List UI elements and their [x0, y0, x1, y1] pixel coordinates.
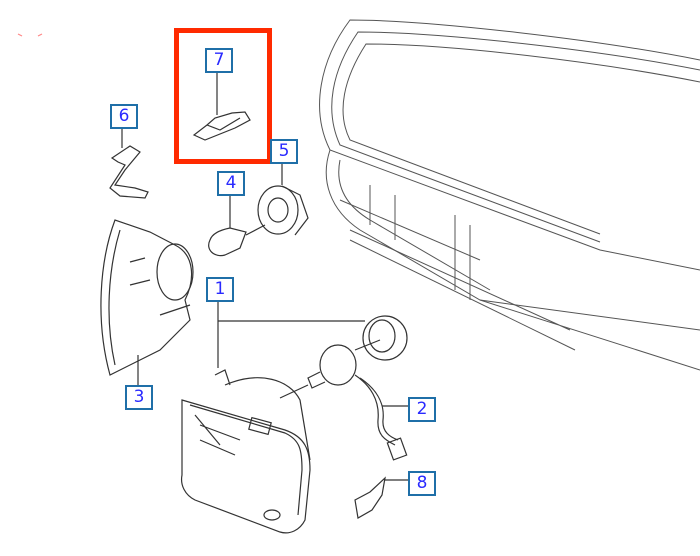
part-8-bracket [354, 476, 409, 519]
part-5-bulb-socket [257, 163, 309, 236]
callout-5[interactable]: 5 [270, 139, 298, 164]
callout-4[interactable]: 4 [217, 171, 245, 196]
part-7-retaining-clip [192, 73, 251, 141]
stray-marks [17, 33, 43, 37]
part-2-bulb-holder [279, 339, 409, 461]
callout-2[interactable]: 2 [408, 397, 436, 422]
callout-7[interactable]: 7 [205, 48, 233, 73]
callout-1[interactable]: 1 [206, 277, 234, 302]
callout-6[interactable]: 6 [110, 104, 138, 129]
callout-8[interactable]: 8 [408, 471, 436, 496]
part-3-side-lamp [100, 219, 194, 386]
callout-3[interactable]: 3 [125, 385, 153, 410]
vehicle-body-outline [319, 19, 700, 371]
selected-part-highlight [174, 28, 272, 164]
part-6-spring-clip [109, 127, 149, 199]
part-1-headlamp [180, 301, 408, 534]
part-4-bulb [208, 195, 266, 257]
